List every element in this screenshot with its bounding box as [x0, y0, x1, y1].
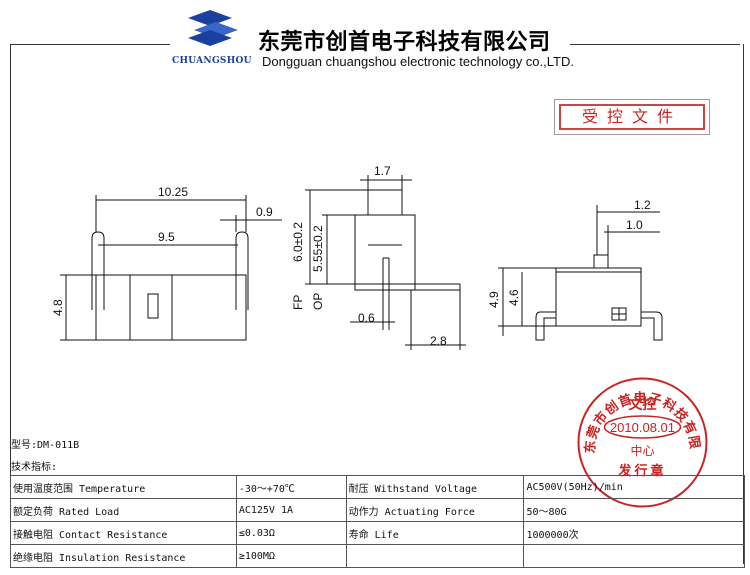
header-rule-left: [10, 44, 170, 45]
spec-value: ≤0.03Ω: [235, 521, 347, 545]
label-fp: FP: [291, 295, 305, 310]
side-view: [305, 175, 466, 350]
dim-side-pin: 0.6: [358, 311, 375, 325]
company-seal-stamp: 东莞市创首电子科技有限公司 文控 2010.08.01 中心 发行章: [575, 375, 708, 508]
table-row: 接触电阻 Contact Resistance ≤0.03Ω 寿命 Life 1…: [10, 521, 745, 545]
spec-key: 接触电阻 Contact Resistance: [10, 521, 237, 545]
drawing-frame: [10, 44, 744, 564]
logo-wordmark: CHUANGSHOU: [172, 56, 252, 66]
table-row: 额定负荷 Rated Load AC125V 1A 动作力 Actuating …: [10, 498, 745, 522]
dim-front-height: 4.8: [51, 299, 65, 316]
svg-text:文控: 文控: [629, 396, 657, 413]
spec-key: 动作力 Actuating Force: [345, 498, 525, 522]
dim-right-h1: 4.9: [487, 291, 501, 308]
dim-side-fp: 6.0±0.2: [291, 222, 305, 262]
svg-text:中心: 中心: [630, 443, 654, 458]
label-op: OP: [311, 293, 325, 310]
header-rule-right: [570, 44, 740, 45]
dim-right-h2: 4.6: [507, 289, 521, 306]
spec-title: 技术指标:: [11, 462, 58, 473]
company-name-cn: 东莞市创首电子科技有限公司: [258, 29, 551, 55]
company-name-en: Dongguan chuangshou electronic technolog…: [262, 54, 574, 69]
spec-value: 1000000次: [523, 521, 745, 545]
spec-key: 寿命 Life: [345, 521, 525, 545]
spec-table: 使用温度范围 Temperature -30～+70℃ 耐压 Withstand…: [10, 475, 745, 568]
spec-value: ≥100MΩ: [235, 544, 347, 568]
dim-side-top: 1.7: [374, 164, 391, 178]
right-view: [498, 205, 663, 341]
spec-value: AC125V 1A: [235, 498, 347, 522]
spec-value: [523, 544, 745, 568]
front-view: [60, 195, 282, 341]
spec-key: 使用温度范围 Temperature: [10, 475, 237, 499]
dim-side-op: 5.55±0.2: [311, 225, 325, 272]
model-number: 型号:DM-011B: [11, 440, 80, 451]
spec-key: 耐压 Withstand Voltage: [345, 475, 525, 499]
dim-side-pitch: 2.8: [430, 334, 447, 348]
controlled-document-badge: 受控文件: [559, 104, 705, 130]
dim-front-pin-offset: 0.9: [256, 205, 273, 219]
table-row: 绝缘电阻 Insulation Resistance ≥100MΩ: [10, 544, 745, 568]
spec-value: 50～80G: [523, 498, 745, 522]
dim-right-top1: 1.2: [634, 198, 651, 212]
spec-value: AC500V(50Hz)/min: [523, 475, 745, 499]
svg-text:东莞市创首电子科技有限公司: 东莞市创首电子科技有限公司: [575, 375, 702, 454]
spec-key: 额定负荷 Rated Load: [10, 498, 237, 522]
dim-front-width-inner: 9.5: [158, 230, 175, 244]
table-row: 使用温度范围 Temperature -30～+70℃ 耐压 Withstand…: [10, 475, 745, 499]
svg-text:2010.08.01: 2010.08.01: [610, 420, 675, 435]
dim-right-top2: 1.0: [626, 218, 643, 232]
controlled-doc-frame: [554, 99, 710, 135]
spec-key: 绝缘电阻 Insulation Resistance: [10, 544, 237, 568]
company-logo-icon: [188, 10, 238, 46]
spec-value: -30～+70℃: [235, 475, 347, 499]
dim-front-width-outer: 10.25: [158, 185, 188, 199]
spec-key: [345, 544, 525, 568]
